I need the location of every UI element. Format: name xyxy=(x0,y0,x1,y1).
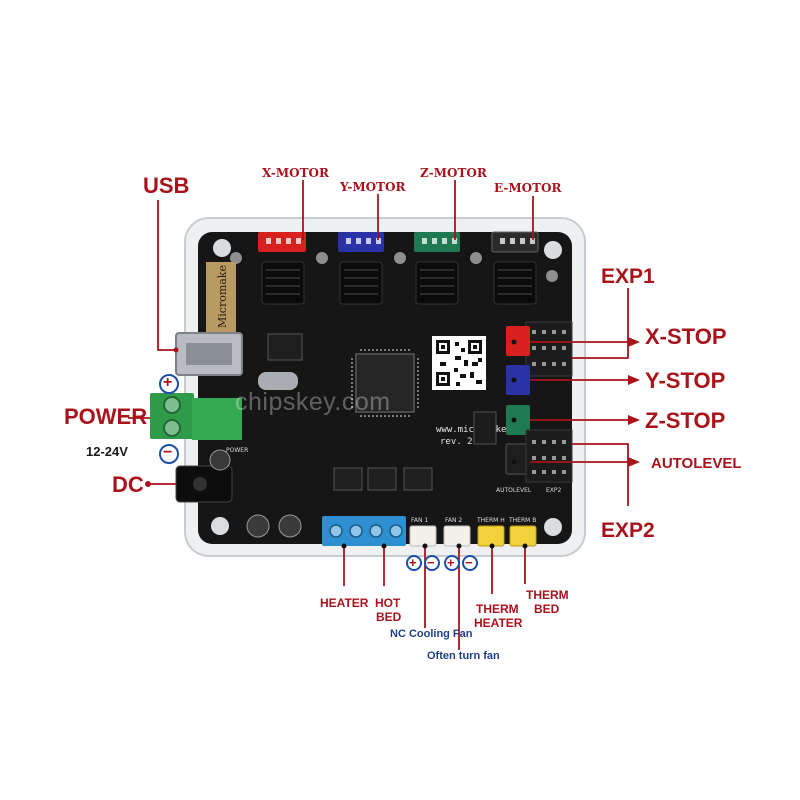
fan1-silk: FAN 1 xyxy=(411,517,428,524)
label-e-motor: E-MOTOR xyxy=(494,181,562,195)
mcu-chip xyxy=(355,353,415,413)
label-often-turn-fan: Often turn fan xyxy=(427,650,500,662)
therm-heater-connector xyxy=(477,525,505,547)
callout-lines xyxy=(128,180,629,650)
label-heater: HEATER xyxy=(320,596,369,610)
power-plus-sign: + xyxy=(163,374,173,391)
label-dc: DC xyxy=(112,472,144,497)
capacitors xyxy=(209,449,302,538)
therm-bed-connector xyxy=(509,525,537,547)
autolevel-silk: AUTOLEVEL xyxy=(496,487,532,494)
label-hot-bed-line1: HOT xyxy=(375,596,401,610)
z-stop-connector xyxy=(506,405,530,435)
revision-silk: rev. 2.0.1 xyxy=(440,437,494,447)
brand-sticker xyxy=(206,262,236,332)
mount-hole-bl xyxy=(211,517,229,535)
label-therm-bed-line2: BED xyxy=(534,602,560,616)
label-therm-heater-line2: HEATER xyxy=(474,616,523,630)
label-usb: USB xyxy=(143,173,190,198)
power-silk: POWER xyxy=(226,447,248,454)
label-nc-cooling-fan: NC Cooling Fan xyxy=(390,628,473,640)
label-y-motor: Y-MOTOR xyxy=(340,180,406,194)
label-x-motor: X-MOTOR xyxy=(262,166,329,180)
qr-code xyxy=(432,336,486,390)
label-x-stop: X-STOP xyxy=(645,324,727,349)
label-z-motor: Z-MOTOR xyxy=(420,166,487,180)
x-motor-connector xyxy=(258,232,306,252)
polarity-markers xyxy=(159,374,478,571)
label-hot-bed-line2: BED xyxy=(376,610,402,624)
icsp-header xyxy=(473,411,497,445)
fan2-silk: FAN 2 xyxy=(445,517,462,524)
label-therm-bed-line1: THERM xyxy=(526,588,569,602)
x-stop-connector xyxy=(506,326,530,356)
label-exp2: EXP2 xyxy=(601,519,655,542)
crystal xyxy=(258,372,298,390)
exp2-silk: EXP2 xyxy=(546,487,562,494)
power-terminal xyxy=(150,393,194,439)
fan1-minus-sign: − xyxy=(427,555,435,570)
watermark: chipskey.com xyxy=(235,388,391,416)
fan2-connector xyxy=(443,525,471,547)
brand-text: Micromake xyxy=(216,265,229,328)
label-z-stop: Z-STOP xyxy=(645,408,726,433)
label-exp1: EXP1 xyxy=(601,265,655,288)
label-autolevel: AUTOLEVEL xyxy=(651,455,742,472)
y-stop-connector xyxy=(506,365,530,395)
mount-hole-br xyxy=(544,518,562,536)
therm-b-silk: THERM B xyxy=(508,517,536,524)
mount-hole-tl xyxy=(213,239,231,257)
heater-hotbed-terminal xyxy=(322,516,406,546)
label-therm-heater-line1: THERM xyxy=(476,602,519,616)
therm-h-silk: THERM H xyxy=(476,517,505,524)
mount-hole-tr xyxy=(544,241,562,259)
power-minus-sign: − xyxy=(163,444,173,461)
label-voltage: 12-24V xyxy=(86,444,128,459)
voltage-regulator xyxy=(267,333,303,361)
fan2-plus-sign: + xyxy=(447,555,455,570)
fan1-connector xyxy=(409,525,437,547)
stepper-drivers xyxy=(261,261,537,305)
fan2-minus-sign: − xyxy=(465,555,473,570)
label-y-stop: Y-STOP xyxy=(645,368,726,393)
fan1-plus-sign: + xyxy=(409,555,417,570)
label-power: POWER xyxy=(64,404,148,429)
